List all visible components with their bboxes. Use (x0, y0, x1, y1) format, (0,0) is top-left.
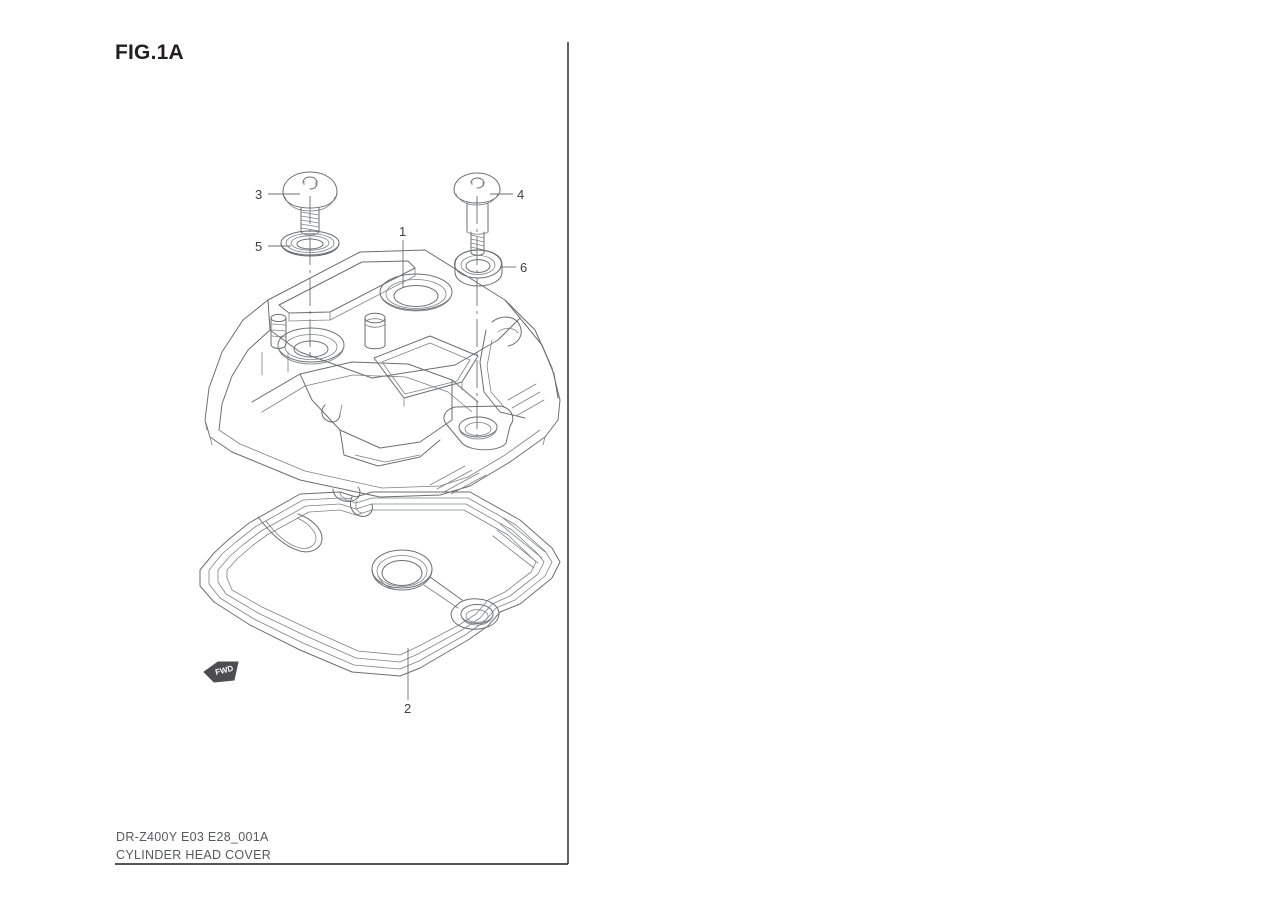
part-4-shoulder-bolt (453, 172, 501, 256)
callout-6: 6 (520, 260, 527, 275)
page-divider-lines (115, 42, 569, 865)
callout-numbers: 3 5 4 6 1 2 (255, 187, 527, 716)
callout-2: 2 (404, 701, 411, 716)
part-6-grommet-seal (454, 249, 503, 287)
callout-leader-lines (268, 193, 516, 700)
callout-3: 3 (255, 187, 262, 202)
fwd-label: FWD (214, 664, 234, 677)
part-5-seal-washer (280, 230, 340, 257)
part-2-cylinder-head-cover-gasket (199, 491, 561, 677)
callout-5: 5 (255, 239, 262, 254)
caption-code: DR-Z400Y E03 E28_001A (116, 830, 269, 844)
part-1-cylinder-head-cover (204, 249, 561, 502)
callout-1: 1 (399, 224, 406, 239)
fwd-direction-marker: FWD (203, 661, 239, 683)
part-3-dome-head-bolt (282, 171, 338, 236)
page-title: FIG.1A (115, 41, 184, 64)
callout-4: 4 (517, 187, 524, 202)
caption-name: CYLINDER HEAD COVER (116, 848, 272, 862)
